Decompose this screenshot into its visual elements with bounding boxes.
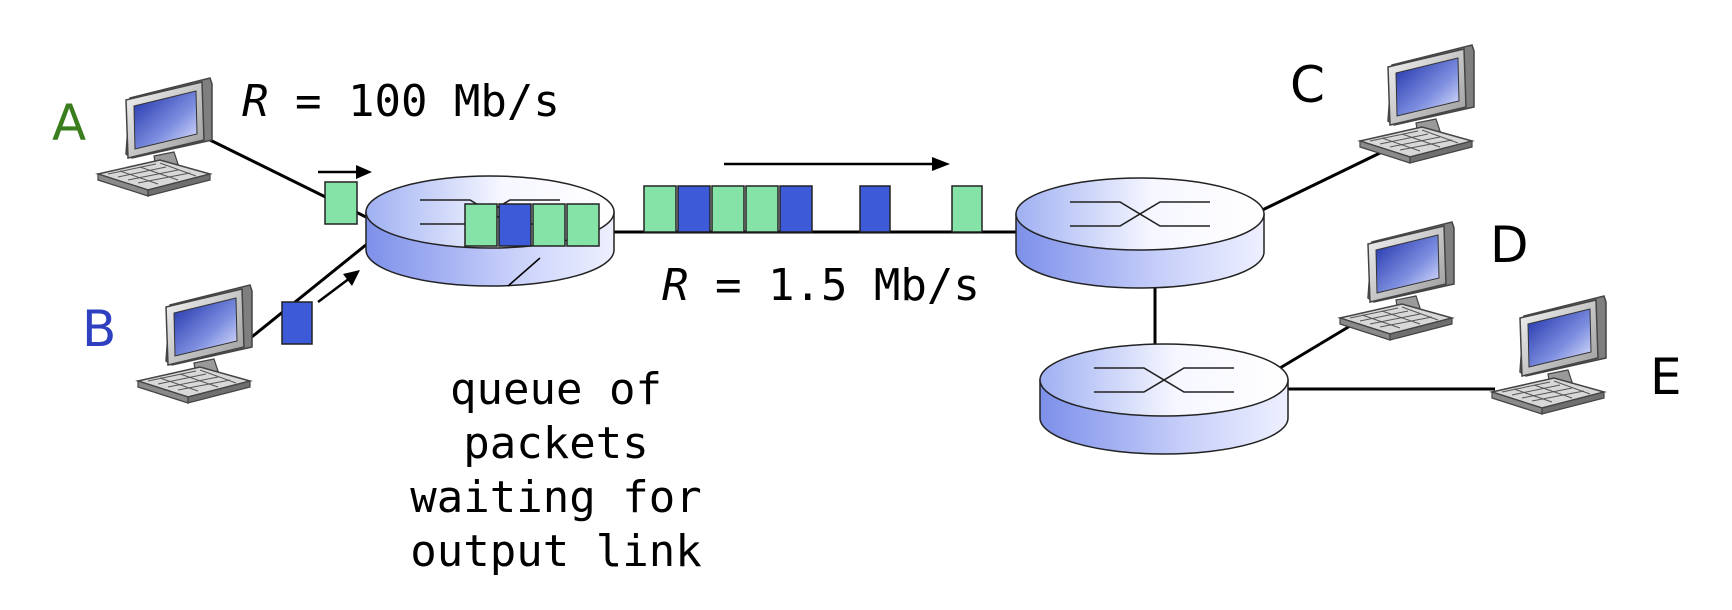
queue-label-line-4: output link: [410, 526, 701, 577]
host-c-computer-icon: [1359, 44, 1475, 164]
link-b-router: [247, 238, 373, 342]
link-packet-2: [677, 185, 711, 233]
router-right-top: [1015, 177, 1265, 289]
link-packet-5: [779, 185, 813, 233]
input-rate-var: R: [242, 76, 269, 127]
link-packet-4: [745, 185, 779, 233]
link-packet-6: [859, 185, 891, 233]
output-rate-value: = 1.5 Mb/s: [689, 260, 980, 311]
input-rate-value: = 100 Mb/s: [269, 76, 560, 127]
host-d-computer-icon: [1339, 221, 1455, 341]
output-link-rate-label: R = 1.5 Mb/s: [662, 260, 980, 311]
arrow-up-right-icon: [317, 270, 360, 303]
arrow-right-icon: [318, 165, 372, 179]
host-b-label: B: [82, 300, 116, 358]
arrows: [317, 157, 950, 303]
queue-pointer-line: [507, 257, 541, 287]
packet-a-incoming: [324, 181, 358, 225]
queue-packet-4: [566, 203, 600, 247]
queue-packet-3: [532, 203, 566, 247]
router-right-bottom: [1039, 343, 1289, 455]
host-c-label: C: [1290, 56, 1325, 114]
host-e-label: E: [1650, 348, 1682, 406]
packets: [281, 181, 983, 345]
queue-label-line-1: queue of: [450, 364, 662, 415]
link-router-c: [1251, 150, 1383, 217]
link-packet-3: [711, 185, 745, 233]
queue-label-line-2: packets: [463, 418, 648, 469]
packet-b-incoming: [281, 301, 313, 345]
host-a-computer-icon: [97, 77, 213, 197]
link-router-d: [1279, 318, 1361, 370]
queue-annotation: queue of packets waiting for output link: [410, 364, 701, 577]
host-d-label: D: [1490, 216, 1529, 274]
host-a-label: A: [52, 94, 86, 152]
arrow-right-icon: [724, 157, 950, 171]
link-packet-1: [643, 185, 677, 233]
host-e-computer-icon: [1491, 295, 1607, 415]
input-link-rate-label: R = 100 Mb/s: [242, 76, 560, 127]
queue-packet-2: [498, 203, 532, 247]
queue-packet-1: [464, 203, 498, 247]
link-packet-7: [951, 185, 983, 233]
host-b-computer-icon: [137, 284, 253, 404]
output-rate-var: R: [662, 260, 689, 311]
queue-label-line-3: waiting for: [410, 472, 701, 523]
